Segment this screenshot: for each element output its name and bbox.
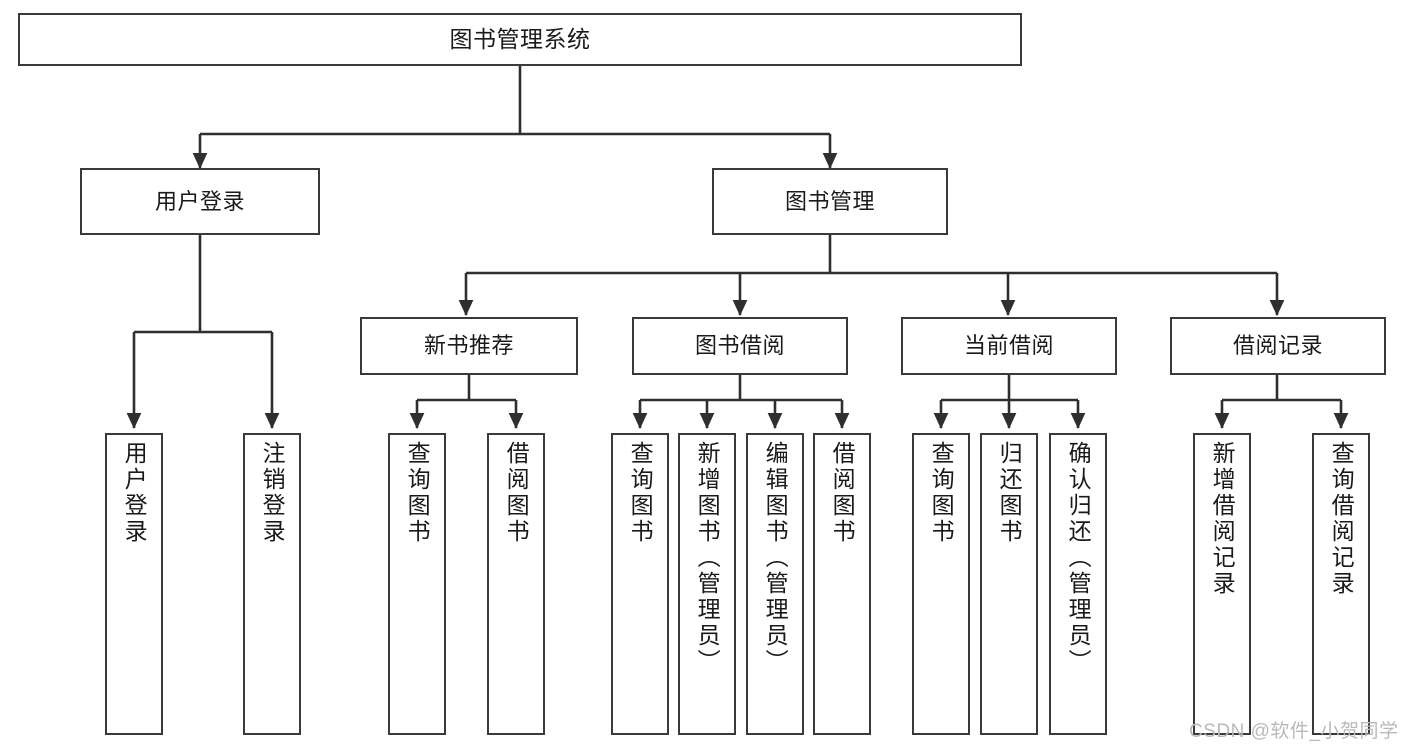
node-book-management-label: 图书管理 (784, 188, 875, 214)
node-book-borrow-label: 图书借阅 (694, 333, 785, 359)
node-leaf-add-borrow-record[interactable]: 新增借阅记录 (1193, 433, 1251, 735)
node-user-login-label: 用户登录 (154, 188, 245, 214)
node-book-borrow[interactable]: 图书借阅 (632, 317, 848, 375)
node-current-borrow[interactable]: 当前借阅 (901, 317, 1117, 375)
node-leaf-borrow-book-label: 借阅图书 (829, 441, 856, 545)
node-leaf-logout-label: 注销登录 (259, 441, 286, 545)
node-root-book-management-system[interactable]: 图书管理系统 (18, 13, 1022, 66)
node-leaf-newbook-query-book-label: 查询图书 (404, 441, 431, 545)
node-leaf-edit-book-admin[interactable]: 编辑图书（管理员） (746, 433, 804, 735)
node-leaf-add-book-admin[interactable]: 新增图书（管理员） (678, 433, 736, 735)
node-leaf-newbook-borrow-book[interactable]: 借阅图书 (487, 433, 545, 735)
node-new-book-recommend-label: 新书推荐 (423, 333, 514, 359)
node-borrow-record[interactable]: 借阅记录 (1170, 317, 1386, 375)
node-leaf-return-book-label: 归还图书 (996, 441, 1023, 545)
node-leaf-query-borrow-record-label: 查询借阅记录 (1328, 441, 1355, 597)
node-leaf-edit-book-admin-label: 编辑图书（管理员） (762, 441, 789, 675)
node-leaf-query-borrow-record[interactable]: 查询借阅记录 (1312, 433, 1370, 735)
node-leaf-newbook-query-book[interactable]: 查询图书 (388, 433, 446, 735)
node-new-book-recommend[interactable]: 新书推荐 (360, 317, 578, 375)
node-leaf-newbook-borrow-book-label: 借阅图书 (503, 441, 530, 545)
node-current-borrow-label: 当前借阅 (963, 333, 1054, 359)
node-leaf-current-query-book-label: 查询图书 (928, 441, 955, 545)
csdn-watermark: CSDN @软件_小贺同学 (1189, 721, 1399, 742)
node-leaf-add-book-admin-label: 新增图书（管理员） (694, 441, 721, 675)
node-leaf-user-login[interactable]: 用户登录 (105, 433, 163, 735)
node-leaf-user-login-label: 用户登录 (121, 441, 148, 545)
node-leaf-add-borrow-record-label: 新增借阅记录 (1209, 441, 1236, 597)
node-leaf-borrow-query-book-label: 查询图书 (627, 441, 654, 545)
node-borrow-record-label: 借阅记录 (1232, 333, 1323, 359)
node-leaf-confirm-return-admin[interactable]: 确认归还（管理员） (1049, 433, 1107, 735)
node-leaf-logout[interactable]: 注销登录 (243, 433, 301, 735)
node-book-management[interactable]: 图书管理 (712, 168, 948, 235)
node-leaf-confirm-return-admin-label: 确认归还（管理员） (1065, 441, 1092, 675)
node-user-login[interactable]: 用户登录 (80, 168, 320, 235)
node-leaf-borrow-book[interactable]: 借阅图书 (813, 433, 871, 735)
node-leaf-current-query-book[interactable]: 查询图书 (912, 433, 970, 735)
node-leaf-return-book[interactable]: 归还图书 (980, 433, 1038, 735)
node-root-label: 图书管理系统 (449, 25, 591, 52)
node-leaf-borrow-query-book[interactable]: 查询图书 (611, 433, 669, 735)
